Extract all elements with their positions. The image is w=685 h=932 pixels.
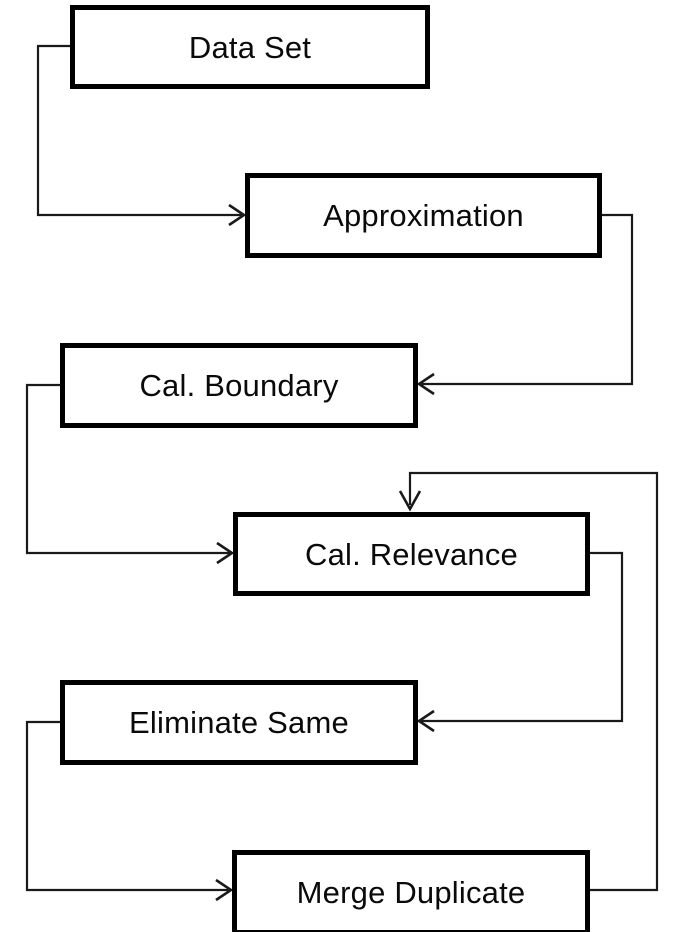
edge-data-set-to-approximation bbox=[36, 44, 247, 227]
node-label-data-set: Data Set bbox=[188, 29, 312, 65]
node-merge-duplicate[interactable]: Merge Duplicate bbox=[232, 850, 590, 932]
arrowhead-right-icon bbox=[228, 203, 247, 227]
node-cal-boundary[interactable]: Cal. Boundary bbox=[60, 343, 418, 428]
arrowhead-left-icon bbox=[416, 709, 435, 733]
node-eliminate-same[interactable]: Eliminate Same bbox=[60, 680, 418, 765]
node-data-set[interactable]: Data Set bbox=[70, 5, 430, 89]
edge-merge-duplicate-to-cal-relevance-feedback bbox=[398, 471, 659, 892]
node-label-eliminate-same: Eliminate Same bbox=[129, 705, 349, 740]
edge-eliminate-same-to-merge-duplicate bbox=[25, 720, 234, 902]
arrowhead-down-icon bbox=[398, 490, 422, 512]
node-label-approximation: Approximation bbox=[323, 198, 524, 233]
node-label-cal-boundary: Cal. Boundary bbox=[139, 368, 339, 403]
node-label-merge-duplicate: Merge Duplicate bbox=[296, 875, 526, 910]
node-approximation[interactable]: Approximation bbox=[245, 173, 602, 258]
node-label-cal-relevance: Cal. Relevance bbox=[304, 536, 519, 572]
edge-cal-relevance-to-eliminate-same bbox=[416, 551, 624, 733]
node-cal-relevance[interactable]: Cal. Relevance bbox=[233, 512, 590, 596]
arrowhead-left-icon bbox=[416, 372, 435, 396]
edge-approximation-to-cal-boundary bbox=[416, 213, 634, 396]
arrowhead-right-icon bbox=[215, 878, 234, 902]
arrowhead-right-icon bbox=[216, 541, 235, 565]
edge-cal-boundary-to-cal-relevance bbox=[25, 383, 235, 565]
